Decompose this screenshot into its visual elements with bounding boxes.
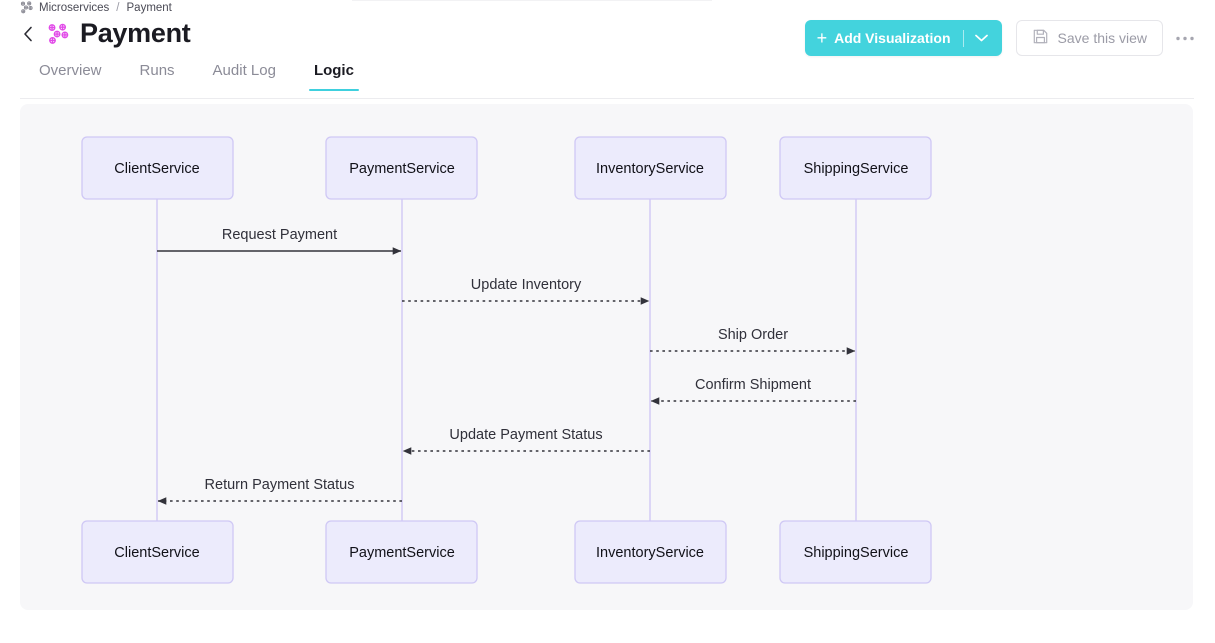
participant-box-ShippingService[interactable]: ShippingService (779, 136, 932, 200)
message-2[interactable]: Update Inventory (402, 277, 650, 305)
top-hairline-divider (352, 0, 712, 1)
participant-label: PaymentService (349, 545, 455, 561)
tab-overview[interactable]: Overview (39, 62, 102, 79)
message-4[interactable]: Confirm Shipment (650, 377, 856, 405)
title-row: Payment (20, 18, 191, 48)
participant-box-PaymentService[interactable]: PaymentService (325, 136, 478, 200)
participant-label: ShippingService (804, 161, 909, 177)
add-visualization-label: Add Visualization (834, 30, 951, 46)
participant-label: ClientService (114, 545, 199, 561)
participant-label: PaymentService (349, 161, 455, 177)
message-label: Confirm Shipment (695, 377, 811, 393)
message-label: Ship Order (718, 327, 788, 343)
plus-icon: + (816, 28, 828, 48)
header-actions: + Add Visualization Save this view (804, 20, 1197, 56)
chevron-down-icon[interactable] (974, 34, 988, 42)
tabs-bottom-divider (20, 98, 1194, 99)
add-visualization-button[interactable]: + Add Visualization (804, 20, 1002, 56)
tab-bar: Overview Runs Audit Log Logic (20, 62, 373, 91)
participant-box-InventoryService[interactable]: InventoryService (574, 520, 727, 584)
message-6[interactable]: Return Payment Status (157, 477, 402, 505)
participant-box-InventoryService[interactable]: InventoryService (574, 136, 727, 200)
microservices-nodes-icon (47, 23, 69, 45)
save-this-view-label: Save this view (1057, 30, 1147, 46)
tab-audit-log[interactable]: Audit Log (212, 62, 276, 79)
message-5[interactable]: Update Payment Status (402, 427, 650, 455)
chevron-left-icon[interactable] (20, 24, 36, 44)
participant-box-ClientService[interactable]: ClientService (81, 520, 234, 584)
save-this-view-button[interactable]: Save this view (1015, 20, 1163, 56)
page-title: Payment (80, 18, 191, 48)
participant-label: InventoryService (596, 161, 704, 177)
ellipsis-horizontal-icon[interactable] (1173, 26, 1197, 50)
breadcrumb-separator: / (116, 1, 120, 14)
participant-box-ShippingService[interactable]: ShippingService (779, 520, 932, 584)
message-label: Update Inventory (471, 277, 582, 293)
breadcrumb: Microservices / Payment (20, 1, 172, 14)
participant-label: ShippingService (804, 545, 909, 561)
button-divider (962, 29, 964, 47)
participant-box-ClientService[interactable]: ClientService (81, 136, 234, 200)
participant-label: InventoryService (596, 545, 704, 561)
breadcrumb-root-link[interactable]: Microservices (39, 1, 110, 14)
save-disk-icon (1032, 28, 1049, 48)
tab-runs[interactable]: Runs (139, 62, 175, 79)
message-label: Request Payment (222, 227, 337, 243)
participant-label: ClientService (114, 161, 199, 177)
message-1[interactable]: Request Payment (157, 227, 402, 255)
participant-box-PaymentService[interactable]: PaymentService (325, 520, 478, 584)
message-3[interactable]: Ship Order (650, 327, 856, 355)
microservices-nodes-icon (20, 1, 33, 14)
breadcrumb-current[interactable]: Payment (126, 1, 172, 14)
tab-logic[interactable]: Logic (295, 62, 373, 91)
message-label: Update Payment Status (449, 427, 602, 443)
message-label: Return Payment Status (205, 477, 355, 493)
